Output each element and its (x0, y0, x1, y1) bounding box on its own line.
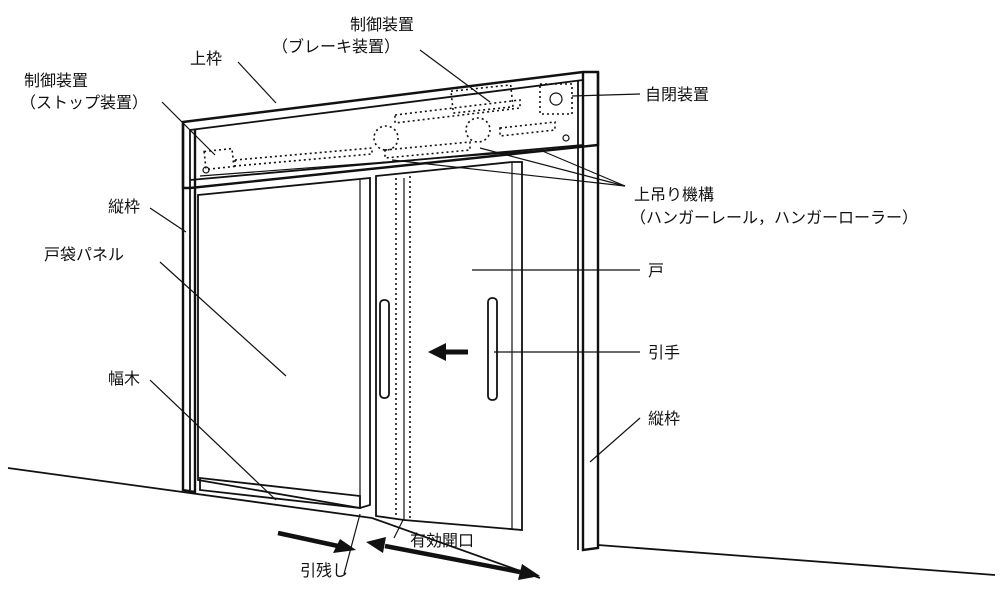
leader-lines (149, 49, 641, 501)
left-jamb (181, 122, 197, 494)
label-top-frame: 上枠 (190, 49, 222, 68)
stop-device (203, 147, 235, 171)
label-handle: 引手 (648, 343, 680, 362)
hidden-mechanisms (202, 83, 573, 174)
label-self-closing: 自閉装置 (645, 85, 709, 104)
self-closing-device (539, 83, 573, 115)
door-leaf (375, 161, 523, 531)
dimension-arrows (277, 513, 540, 580)
label-hanger: 上吊り機構 (634, 185, 714, 204)
baseboard (199, 476, 361, 510)
label-effective-opening: 有効開口 (410, 531, 474, 550)
pocket-handle (379, 299, 390, 399)
floor (7, 467, 996, 579)
label-control-brake: 制御装置 (350, 15, 414, 34)
label-pocket-panel: 戸袋パネル (44, 245, 124, 264)
label-control-stop-sub: （ストップ装置） (20, 93, 148, 112)
hanger-roller-2 (465, 117, 491, 143)
top-frame (181, 70, 600, 190)
label-pull-remain: 引残し (300, 561, 348, 580)
label-door: 戸 (648, 261, 664, 280)
door-handle (487, 297, 498, 401)
label-jamb-left: 縦枠 (108, 197, 140, 216)
label-baseboard: 幅木 (108, 369, 140, 388)
label-hanger-sub: （ハンガーレール，ハンガーローラー） (630, 208, 918, 227)
label-control-stop: 制御装置 (24, 71, 88, 90)
right-jamb (577, 72, 600, 552)
label-control-brake-sub: （ブレーキ装置） (272, 37, 400, 56)
brake-device (450, 84, 514, 114)
hanger-roller-1 (373, 125, 399, 151)
label-jamb-right: 縦枠 (648, 409, 680, 428)
pocket-panel (197, 177, 371, 510)
